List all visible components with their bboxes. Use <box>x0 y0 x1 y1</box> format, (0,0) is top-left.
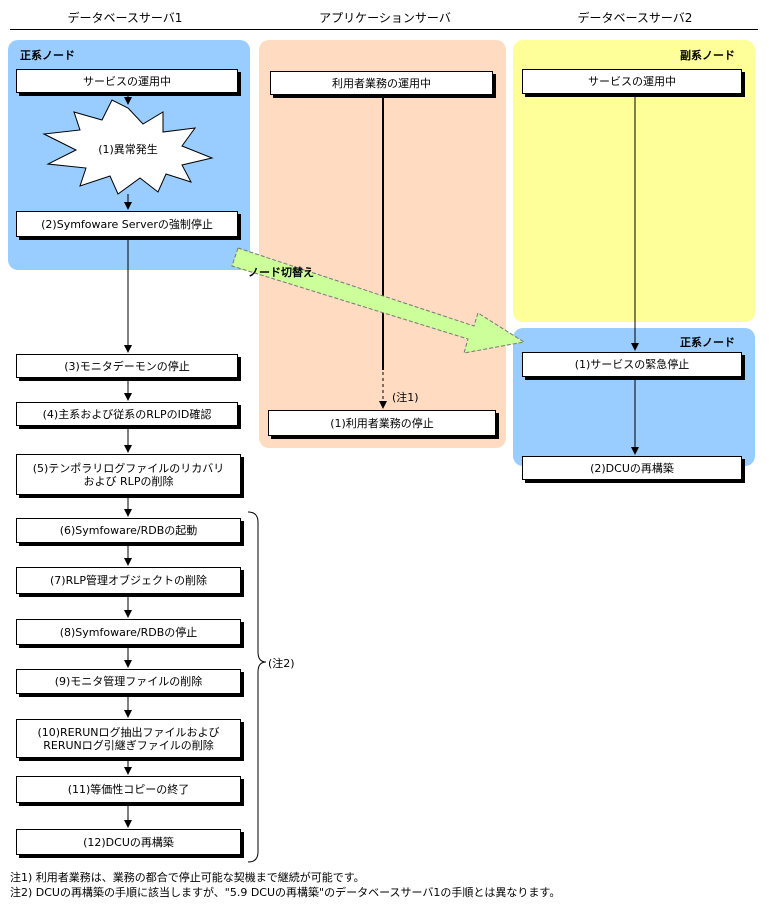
db1-service-running-box: サービスの運用中 <box>16 69 238 93</box>
step-9-box: (9)モニタ管理ファイルの削除 <box>16 669 241 694</box>
db2-service-running-box: サービスの運用中 <box>522 69 742 94</box>
step-5-box: (5)テンポラリログファイルのリカバリおよび RLPの削除 <box>16 454 241 495</box>
column-header-db2: データベースサーバ2 <box>577 11 693 25</box>
header-rule <box>10 29 758 30</box>
node-switch-arrow <box>231 247 526 354</box>
db2-dcu-rebuild-box: (2)DCUの再構築 <box>522 456 742 480</box>
note2-label: (注2) <box>268 657 295 670</box>
error-burst-shape <box>42 99 214 195</box>
error-occurrence-label: (1)異常発生 <box>98 143 158 156</box>
node-switch-label: ノード切替え <box>248 266 314 279</box>
note1-label: (注1) <box>392 391 419 404</box>
step-3-box: (3)モニタデーモンの停止 <box>16 354 238 378</box>
primary-node-region-2 <box>513 328 755 466</box>
column-header-db1: データベースサーバ1 <box>67 11 183 25</box>
primary-node-label-2: 正系ノード <box>680 336 735 349</box>
db2-emergency-stop-box: (1)サービスの緊急停止 <box>522 352 742 377</box>
app-user-business-stop-box: (1)利用者業務の停止 <box>268 410 496 436</box>
app-user-business-running-box: 利用者業務の運用中 <box>270 71 493 95</box>
secondary-node-label: 副系ノード <box>680 49 735 62</box>
note2-brace <box>247 511 267 863</box>
footnote-1: 注1) 利用者業務は、業務の都合で停止可能な契機まで継続が可能です。 <box>10 871 365 884</box>
column-header-app: アプリケーションサーバ <box>319 11 451 25</box>
step-7-box: (7)RLP管理オブジェクトの削除 <box>16 567 241 594</box>
step-12-box: (12)DCUの再構築 <box>16 829 241 855</box>
primary-node-label-1: 正系ノード <box>20 49 75 62</box>
step-2-box: (2)Symfoware Serverの強制停止 <box>16 211 238 237</box>
step-6-box: (6)Symfoware/RDBの起動 <box>16 518 241 543</box>
step-11-box: (11)等価性コピーの終了 <box>16 776 241 803</box>
step-4-box: (4)主系および従系のRLPのID確認 <box>16 402 238 426</box>
footnote-2: 注2) DCUの再構築の手順に該当しますが、"5.9 DCUの再構築"のデータベ… <box>10 886 561 899</box>
step-8-box: (8)Symfoware/RDBの停止 <box>16 619 241 645</box>
